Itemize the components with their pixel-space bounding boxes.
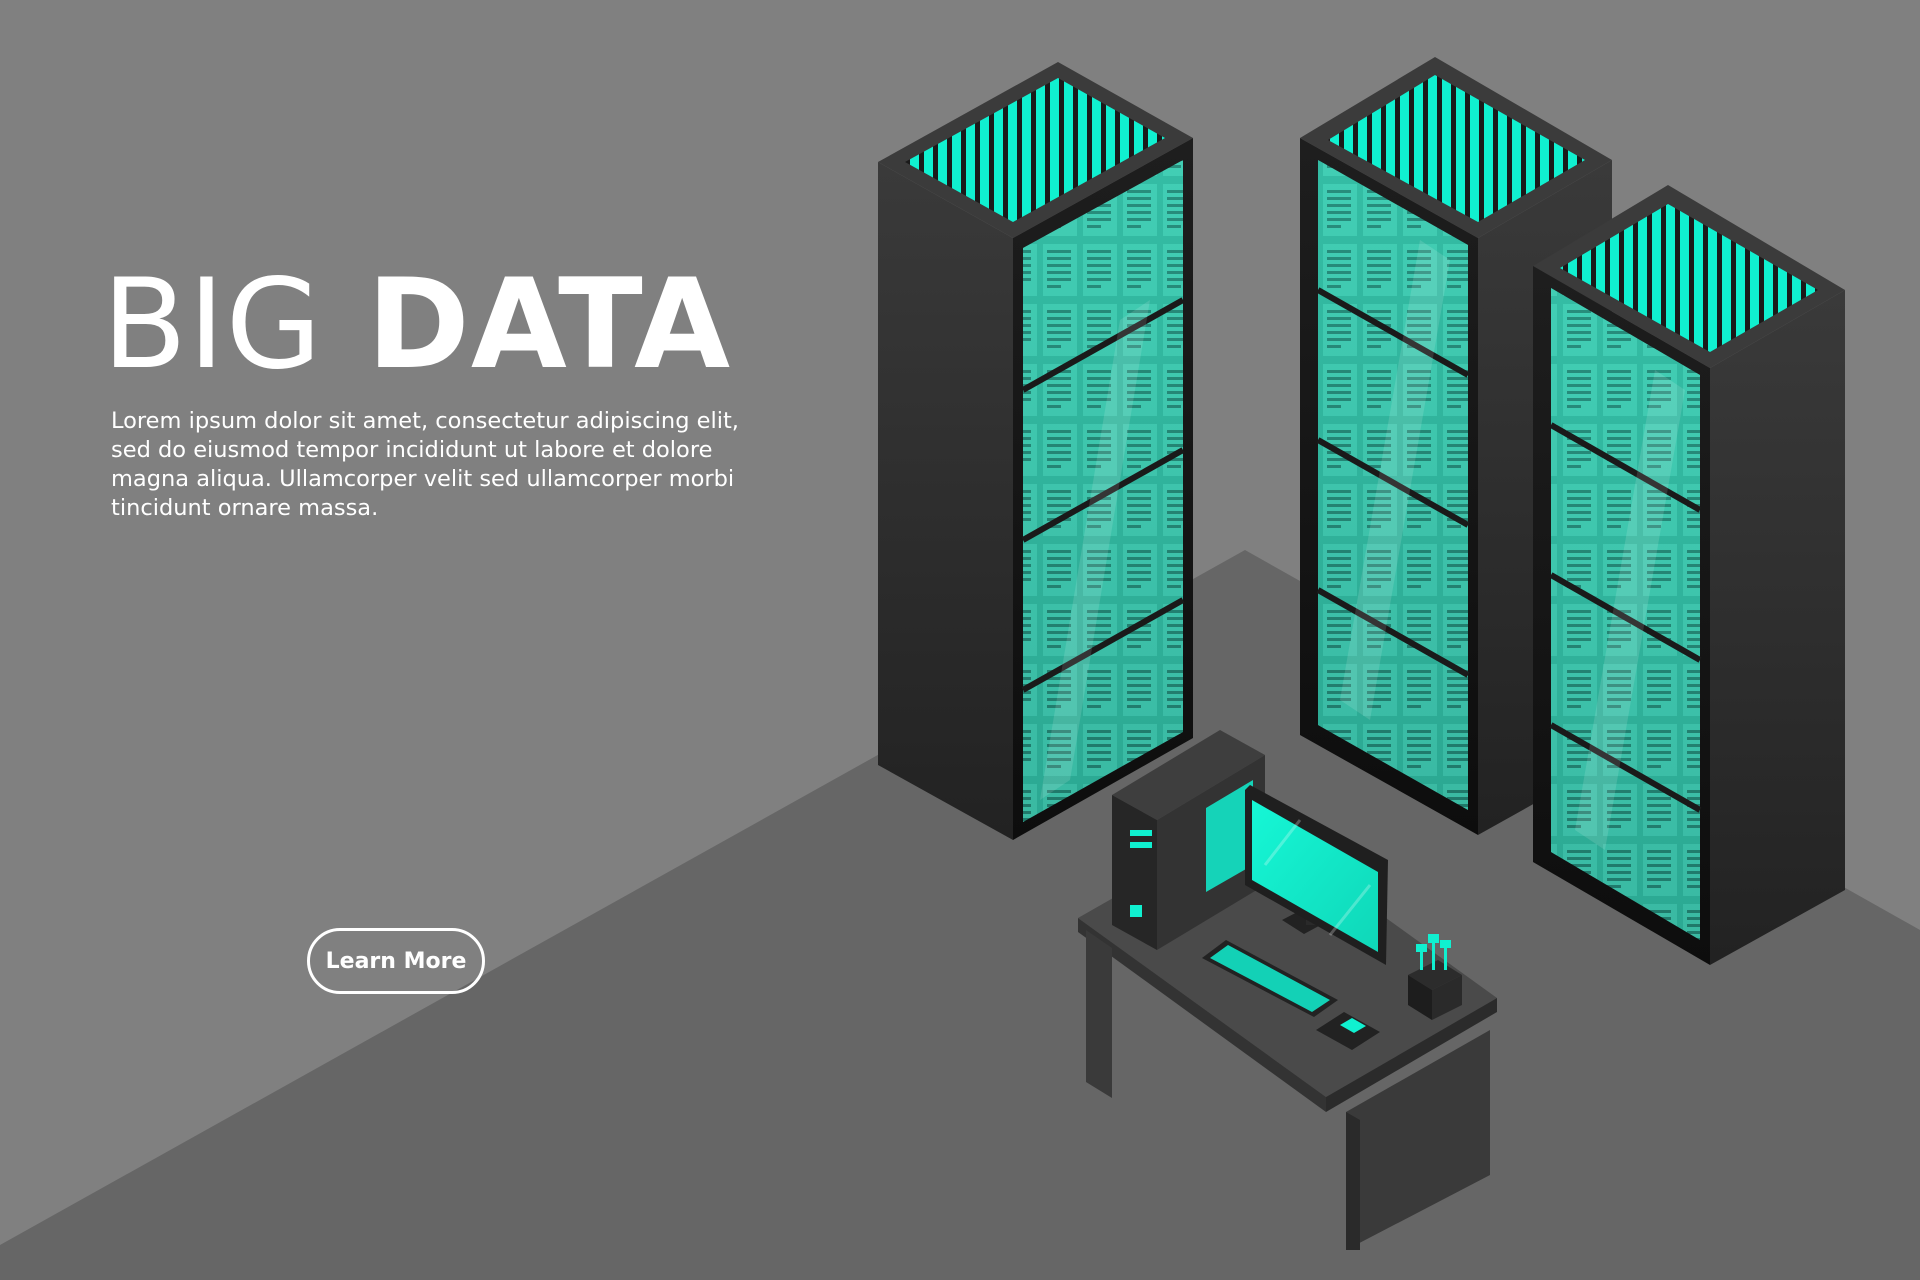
mouse bbox=[1316, 1012, 1380, 1050]
learn-more-button[interactable]: Learn More bbox=[307, 928, 485, 994]
hero-description-line: tincidunt ornare massa. bbox=[111, 495, 379, 521]
computer-tower bbox=[1112, 730, 1265, 950]
pen-holder bbox=[1408, 934, 1462, 1020]
server-rack-right bbox=[1533, 185, 1845, 965]
monitor bbox=[1245, 785, 1388, 965]
server-rack-left bbox=[878, 62, 1193, 840]
hero-title: BIG DATA bbox=[102, 250, 731, 400]
hero-title-light: BIG bbox=[102, 253, 323, 397]
hero-description-line: magna aliqua. Ullamcorper velit sed ulla… bbox=[111, 466, 735, 492]
keyboard bbox=[1202, 940, 1338, 1017]
hero-description-line: Lorem ipsum dolor sit amet, consectetur … bbox=[111, 408, 739, 434]
hero-title-bold: DATA bbox=[366, 253, 732, 397]
hero-description: Lorem ipsum dolor sit amet, consectetur … bbox=[111, 407, 771, 523]
hero-description-line: sed do eiusmod tempor incididunt ut labo… bbox=[111, 437, 713, 463]
